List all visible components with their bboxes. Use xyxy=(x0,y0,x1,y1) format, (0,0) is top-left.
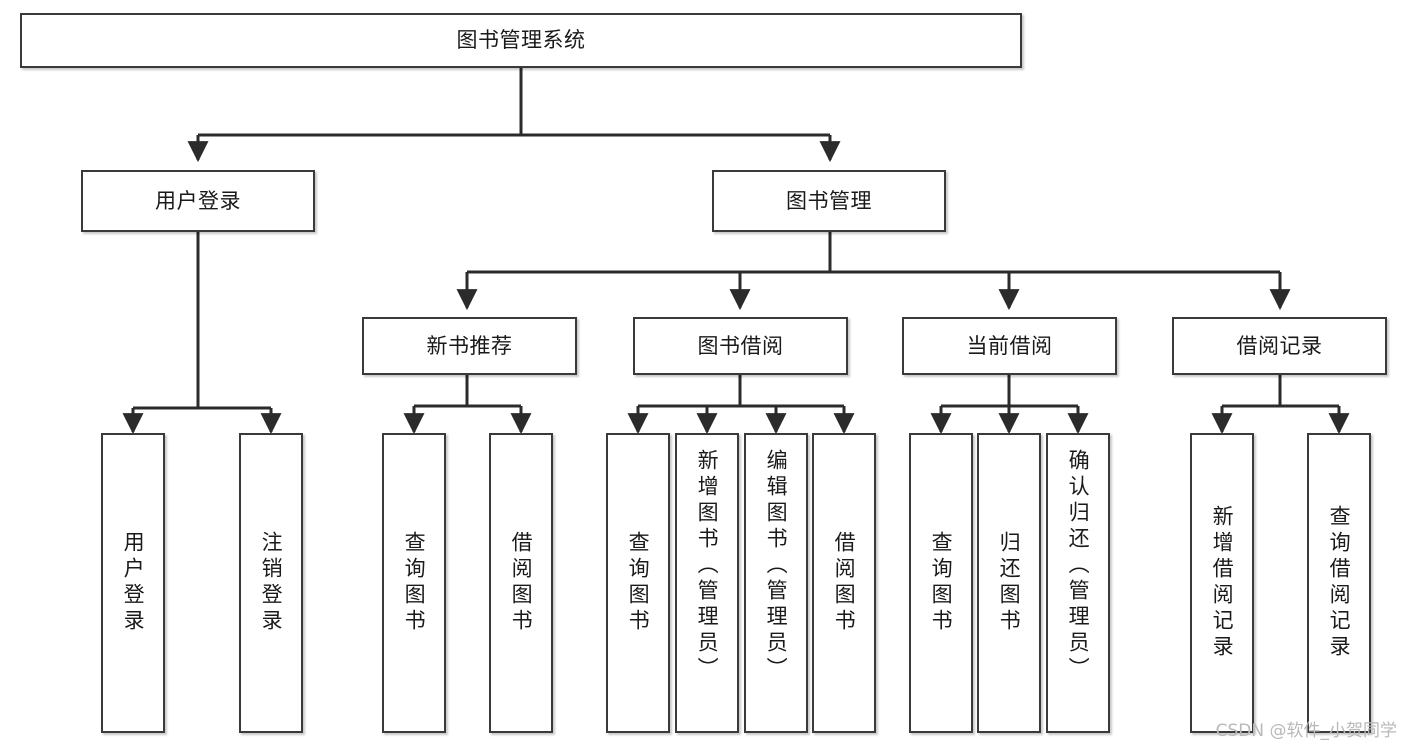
node-leaf-borrow-book-2-label: 借阅图书 xyxy=(832,531,857,635)
node-book-management[interactable]: 图书管理 xyxy=(712,170,946,232)
node-leaf-query-borrow-record-label: 查询借阅记录 xyxy=(1327,505,1352,661)
node-user-login[interactable]: 用户登录 xyxy=(81,170,315,232)
node-leaf-confirm-return-admin[interactable]: 确认归还（管理员） xyxy=(1046,433,1110,733)
node-new-book-recommend-label: 新书推荐 xyxy=(426,333,513,358)
node-current-borrow[interactable]: 当前借阅 xyxy=(902,317,1117,375)
node-leaf-user-login-label: 用户登录 xyxy=(121,531,146,635)
node-leaf-add-book-admin-label: 新增图书（管理员） xyxy=(695,449,720,683)
node-root-label: 图书管理系统 xyxy=(456,28,586,53)
node-leaf-query-book-1-label: 查询图书 xyxy=(402,531,427,635)
node-leaf-query-book-3-label: 查询图书 xyxy=(929,531,954,635)
node-book-borrow-label: 图书借阅 xyxy=(697,333,784,358)
node-leaf-query-book-2-label: 查询图书 xyxy=(626,531,651,635)
node-leaf-borrow-book-1-label: 借阅图书 xyxy=(509,531,534,635)
node-leaf-return-book[interactable]: 归还图书 xyxy=(977,433,1041,733)
node-borrow-record[interactable]: 借阅记录 xyxy=(1172,317,1387,375)
node-leaf-return-book-label: 归还图书 xyxy=(997,531,1022,635)
node-leaf-user-login[interactable]: 用户登录 xyxy=(101,433,165,733)
node-leaf-borrow-book-2[interactable]: 借阅图书 xyxy=(812,433,876,733)
node-leaf-borrow-book-1[interactable]: 借阅图书 xyxy=(489,433,553,733)
node-book-borrow[interactable]: 图书借阅 xyxy=(633,317,848,375)
node-new-book-recommend[interactable]: 新书推荐 xyxy=(362,317,577,375)
node-leaf-query-book-2[interactable]: 查询图书 xyxy=(606,433,670,733)
node-leaf-add-borrow-record[interactable]: 新增借阅记录 xyxy=(1190,433,1254,733)
node-leaf-edit-book-admin-label: 编辑图书（管理员） xyxy=(764,449,789,683)
node-leaf-logout-login-label: 注销登录 xyxy=(259,531,284,635)
node-leaf-edit-book-admin[interactable]: 编辑图书（管理员） xyxy=(744,433,808,733)
node-leaf-add-book-admin[interactable]: 新增图书（管理员） xyxy=(675,433,739,733)
node-root[interactable]: 图书管理系统 xyxy=(20,13,1022,68)
node-borrow-record-label: 借阅记录 xyxy=(1236,333,1323,358)
node-user-login-label: 用户登录 xyxy=(155,188,241,213)
node-leaf-query-book-1[interactable]: 查询图书 xyxy=(382,433,446,733)
node-leaf-add-borrow-record-label: 新增借阅记录 xyxy=(1210,505,1235,661)
node-leaf-query-borrow-record[interactable]: 查询借阅记录 xyxy=(1307,433,1371,733)
node-book-management-label: 图书管理 xyxy=(786,188,872,213)
node-leaf-logout-login[interactable]: 注销登录 xyxy=(239,433,303,733)
node-current-borrow-label: 当前借阅 xyxy=(966,333,1053,358)
node-leaf-query-book-3[interactable]: 查询图书 xyxy=(909,433,973,733)
node-leaf-confirm-return-admin-label: 确认归还（管理员） xyxy=(1066,449,1091,683)
